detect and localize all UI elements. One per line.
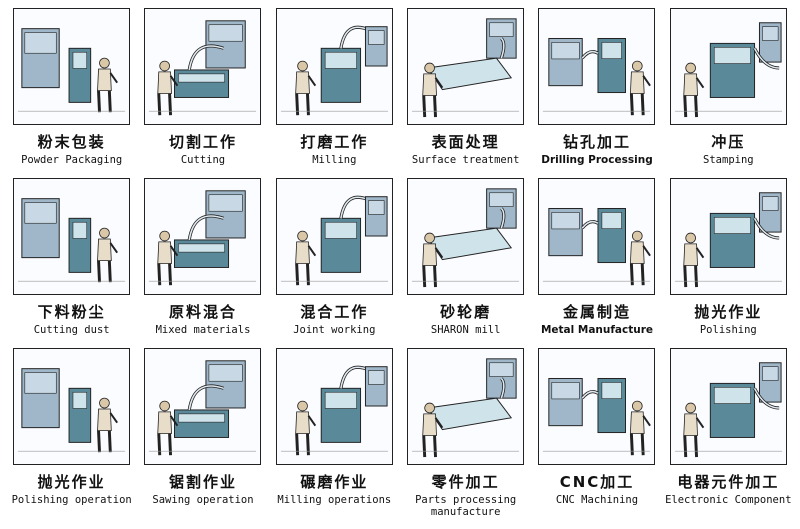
application-item: 电器元件加工 Electronic Component	[663, 346, 794, 523]
application-title-zh: 粉末包装	[37, 133, 106, 151]
application-illustration	[275, 178, 393, 295]
application-item: 碾磨作业 Milling operations	[269, 346, 400, 523]
application-item: 抛光作业 Polishing	[663, 176, 794, 346]
application-title-en: Drilling Processing	[541, 154, 653, 166]
application-item: 钻孔加工 Drilling Processing	[531, 6, 662, 176]
application-item: 切割工作 Cutting	[137, 6, 268, 176]
application-title-zh: 混合工作	[300, 303, 369, 321]
application-item: 砂轮磨 SHARON mill	[400, 176, 531, 346]
application-title-en: Cutting dust	[33, 324, 110, 336]
application-item: 零件加工 Parts processing manufacture	[400, 346, 531, 523]
application-title-zh: 抛光作业	[37, 473, 106, 491]
application-item: 金属制造 Metal Manufacture	[531, 176, 662, 346]
application-item: 冲压 Stamping	[663, 6, 794, 176]
application-title-en: Polishing operation	[11, 494, 132, 506]
application-title-en: Mixed materials	[155, 324, 251, 336]
application-title-en: SHARON mill	[430, 324, 501, 336]
application-item: 打磨工作 Milling	[269, 6, 400, 176]
application-title-en: CNC Machining	[555, 494, 639, 506]
application-grid: 粉末包装 Powder Packaging 切割工作 Cutting 打磨工作 Mil…	[6, 6, 794, 523]
application-illustration	[538, 8, 656, 125]
application-title-en: Milling	[312, 154, 357, 166]
application-illustration	[144, 348, 262, 465]
application-illustration	[407, 348, 525, 465]
application-illustration	[13, 178, 131, 295]
application-title-zh: 钻孔加工	[562, 133, 631, 151]
application-title-en: Polishing	[699, 324, 757, 336]
application-item: 粉末包装 Powder Packaging	[6, 6, 137, 176]
application-title-zh: 表面处理	[431, 133, 500, 151]
application-title-zh: 下料粉尘	[37, 303, 106, 321]
application-title-zh: 锯割作业	[168, 473, 237, 491]
application-title-en: Joint working	[293, 324, 376, 336]
application-illustration	[144, 178, 262, 295]
application-illustration	[144, 8, 262, 125]
application-title-zh: 原料混合	[168, 303, 237, 321]
application-title-zh: 金属制造	[562, 303, 631, 321]
application-title-en: Electronic Component	[665, 494, 792, 506]
application-illustration	[538, 178, 656, 295]
application-illustration	[538, 348, 656, 465]
application-title-en: Powder Packaging	[21, 154, 123, 166]
application-item: 锯割作业 Sawing operation	[137, 346, 268, 523]
application-illustration	[407, 8, 525, 125]
application-illustration	[275, 8, 393, 125]
application-item: 表面处理 Surface treatment	[400, 6, 531, 176]
application-title-zh: 砂轮磨	[440, 303, 492, 321]
application-item: CNC加工 CNC Machining	[531, 346, 662, 523]
application-title-zh: 零件加工	[431, 473, 500, 491]
application-title-zh: 碾磨作业	[300, 473, 369, 491]
application-title-en: Cutting	[180, 154, 226, 166]
application-illustration	[407, 178, 525, 295]
application-title-zh: 抛光作业	[694, 303, 763, 321]
application-title-en: Stamping	[703, 154, 754, 166]
application-item: 混合工作 Joint working	[269, 176, 400, 346]
application-title-zh: 切割工作	[168, 133, 237, 151]
application-illustration	[13, 8, 131, 125]
application-title-zh: 冲压	[711, 133, 746, 151]
application-illustration	[275, 348, 393, 465]
application-title-zh: CNC加工	[559, 473, 635, 491]
application-title-en: Parts processing manufacture	[415, 494, 517, 518]
application-title-en: Milling operations	[277, 494, 392, 506]
application-item: 下料粉尘 Cutting dust	[6, 176, 137, 346]
application-title-en: Sawing operation	[152, 494, 254, 506]
application-illustration	[13, 348, 131, 465]
application-illustration	[669, 8, 787, 125]
application-title-zh: 打磨工作	[300, 133, 369, 151]
application-item: 原料混合 Mixed materials	[137, 176, 268, 346]
application-illustration	[669, 178, 787, 295]
application-title-en: Metal Manufacture	[540, 324, 654, 336]
application-title-zh: 电器元件加工	[677, 473, 780, 491]
application-item: 抛光作业 Polishing operation	[6, 346, 137, 523]
application-illustration	[669, 348, 787, 465]
application-title-en: Surface treatment	[411, 154, 520, 166]
